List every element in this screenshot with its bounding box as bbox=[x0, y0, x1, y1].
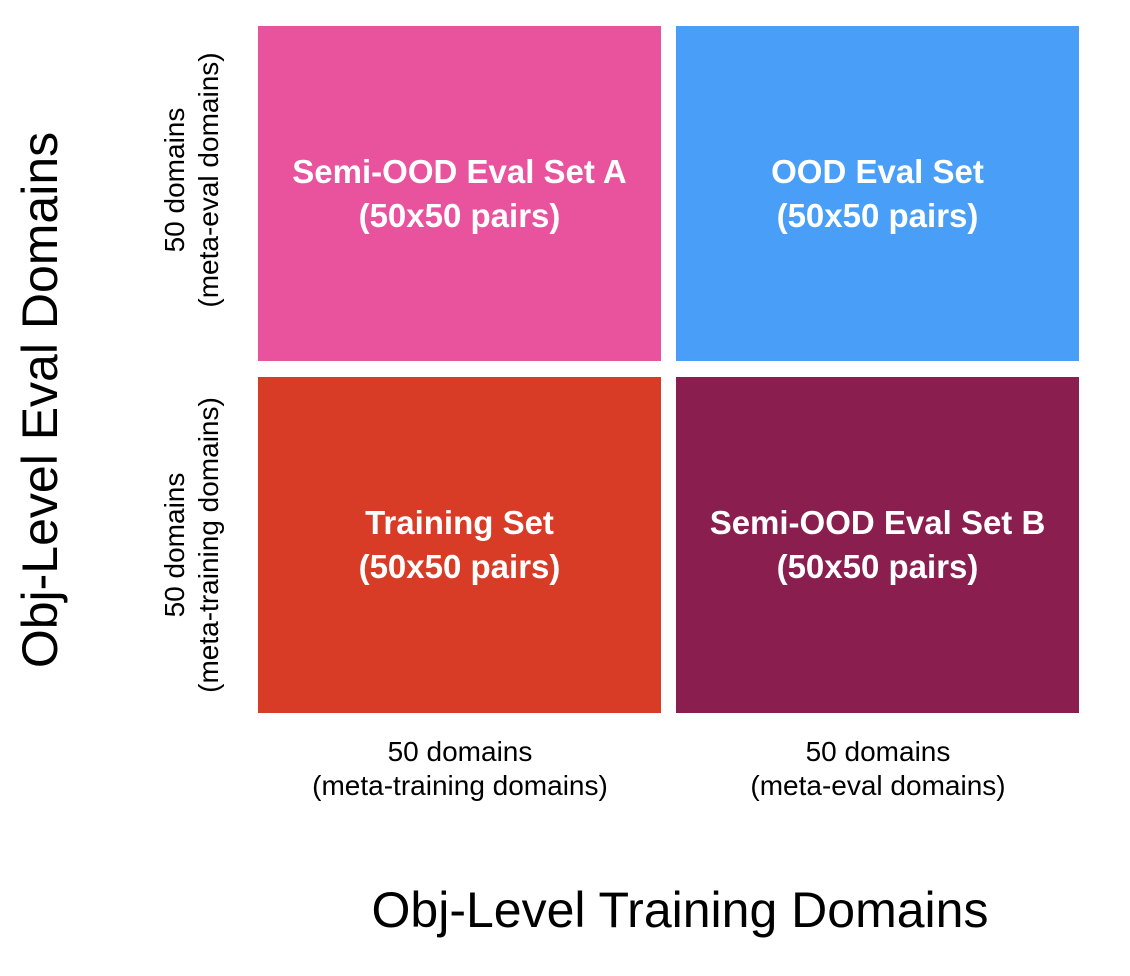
cell-ood-eval-set: OOD Eval Set (50x50 pairs) bbox=[676, 26, 1079, 361]
column-label-count: 50 domains bbox=[805, 736, 951, 767]
row-label-meta-eval: 50 domains (meta-eval domains) bbox=[152, 10, 232, 350]
row-label-count: 50 domains bbox=[159, 472, 190, 618]
y-axis-title: Obj-Level Eval Domains bbox=[12, 131, 68, 669]
cell-subtitle: (50x50 pairs) bbox=[776, 196, 979, 234]
row-label-kind: (meta-training domains) bbox=[193, 397, 224, 693]
cell-training-set: Training Set (50x50 pairs) bbox=[258, 377, 661, 713]
column-label-meta-eval: 50 domains (meta-eval domains) bbox=[668, 735, 1088, 803]
cell-title: OOD Eval Set bbox=[771, 152, 984, 190]
cell-title: Semi-OOD Eval Set A bbox=[292, 152, 627, 190]
row-label-count: 50 domains bbox=[159, 107, 190, 253]
cell-subtitle: (50x50 pairs) bbox=[776, 548, 979, 585]
cell-subtitle: (50x50 pairs) bbox=[358, 548, 561, 585]
cell-subtitle: (50x50 pairs) bbox=[358, 196, 561, 234]
row-label-kind: (meta-eval domains) bbox=[193, 52, 224, 308]
cell-semi-ood-eval-set-a: Semi-OOD Eval Set A (50x50 pairs) bbox=[258, 26, 661, 361]
cell-title: Training Set bbox=[365, 504, 554, 541]
column-label-count: 50 domains bbox=[387, 736, 533, 767]
x-axis-title: Obj-Level Training Domains bbox=[371, 882, 989, 938]
cell-title: Semi-OOD Eval Set B bbox=[709, 504, 1046, 541]
column-label-kind: (meta-eval domains) bbox=[750, 770, 1006, 801]
column-label-meta-training: 50 domains (meta-training domains) bbox=[250, 735, 670, 803]
column-label-kind: (meta-training domains) bbox=[312, 770, 608, 801]
cell-semi-ood-eval-set-b: Semi-OOD Eval Set B (50x50 pairs) bbox=[676, 377, 1079, 713]
row-label-meta-training: 50 domains (meta-training domains) bbox=[152, 375, 232, 715]
